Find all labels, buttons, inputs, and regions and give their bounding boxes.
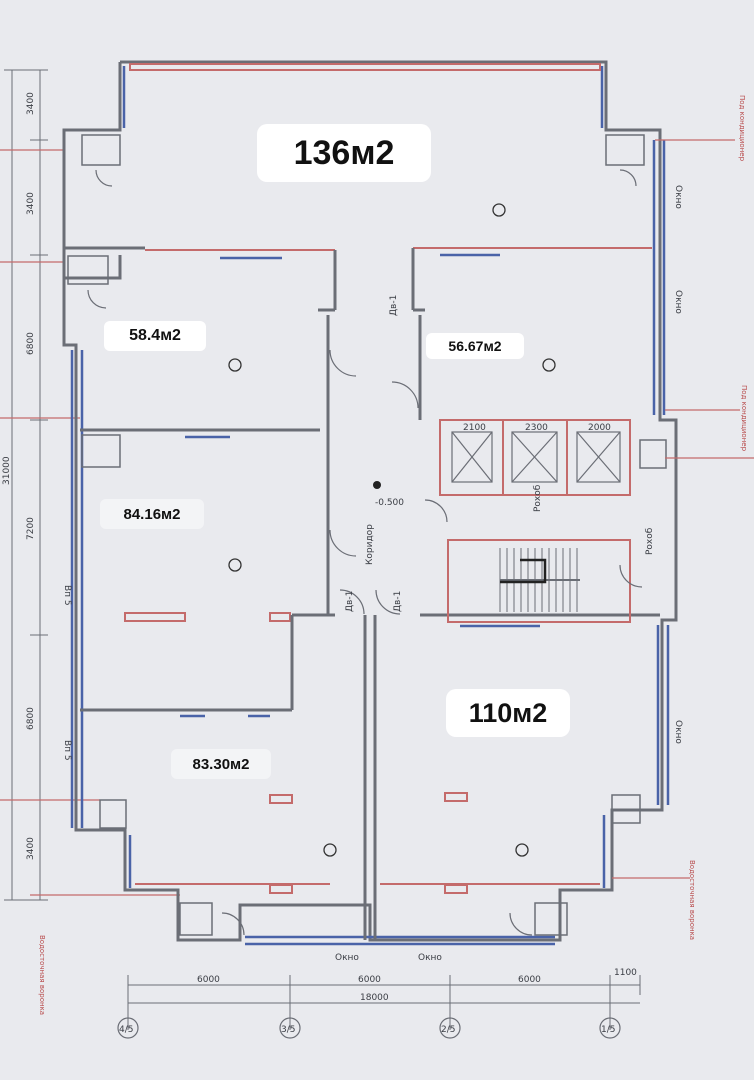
area-label-top: 136м2 (257, 124, 431, 182)
window-code-4: Окно (335, 953, 359, 963)
interior-walls (64, 246, 660, 940)
rohob-1: Рохоб (533, 484, 543, 512)
wall-code-2: Вп 5 (62, 740, 72, 761)
hall-code: Коридор (365, 524, 375, 565)
floor-drains (228, 203, 556, 857)
dim-left-1: 3400 (26, 92, 36, 115)
axis-bubbles (117, 1017, 621, 1039)
note-ac-right-2: Под кондиционер (740, 385, 748, 452)
door-code-2: Дв-1 (345, 591, 355, 612)
note-drain-left: Водосточная воронка (38, 935, 46, 1015)
area-label-left-lower: 83.30м2 (171, 749, 271, 779)
note-ac-right: Под кондиционер (738, 95, 746, 162)
dim-left-2: 3400 (26, 192, 36, 215)
dim-bottom-2: 6000 (358, 975, 381, 985)
window-code-5: Окно (418, 953, 442, 963)
dim-left-3: 6800 (26, 332, 36, 355)
area-label-right-upper: 56.67м2 (426, 333, 524, 359)
elevator-shafts (451, 431, 621, 483)
dim-bottom-total: 18000 (360, 993, 389, 1003)
elevator-width-1: 2100 (463, 423, 486, 433)
window-code-3: Окно (673, 720, 683, 744)
stairwell (447, 539, 631, 623)
left-red-markers (0, 149, 180, 896)
axis-label-2: 3/5 (281, 1025, 295, 1035)
elevator-block (439, 419, 631, 496)
door-code-3: Дв-1 (393, 591, 403, 612)
axis-label-3: 2/5 (441, 1025, 455, 1035)
axis-label-4: 1/5 (601, 1025, 615, 1035)
level-mark: -0.500 (375, 498, 404, 508)
dim-bottom-4: 1100 (614, 968, 637, 978)
wall-code-1: Вп 5 (62, 585, 72, 606)
area-label-left-middle: 84.16м2 (100, 499, 204, 529)
door-swings (87, 169, 643, 936)
rohob-2: Рохоб (645, 527, 655, 555)
dim-left-6: 3400 (26, 837, 36, 860)
elevator-width-2: 2300 (525, 423, 548, 433)
right-red-markers (612, 139, 754, 879)
stair-arrow (500, 558, 547, 584)
level-marker (373, 481, 381, 489)
dim-left-4: 7200 (26, 517, 36, 540)
bottom-dimension-chain (127, 975, 641, 1030)
door-code-1: Дв-1 (389, 295, 399, 316)
dim-left-total: 31000 (2, 456, 12, 485)
elevator-width-3: 2000 (588, 423, 611, 433)
left-dimension-chain (4, 69, 48, 901)
dim-left-5: 6800 (26, 707, 36, 730)
stair-steps (499, 548, 580, 612)
dim-bottom-3: 6000 (518, 975, 541, 985)
area-label-right-lower: 110м2 (446, 689, 570, 737)
dim-bottom-1: 6000 (197, 975, 220, 985)
exterior-walls (62, 60, 678, 942)
axis-label-1: 4/5 (119, 1025, 133, 1035)
note-drain-right: Водосточная воронка (688, 860, 696, 940)
wet-cores (67, 134, 667, 936)
window-code-1: Окно (673, 185, 683, 209)
area-label-left-upper: 58.4м2 (104, 321, 206, 351)
window-code-2: Окно (673, 290, 683, 314)
